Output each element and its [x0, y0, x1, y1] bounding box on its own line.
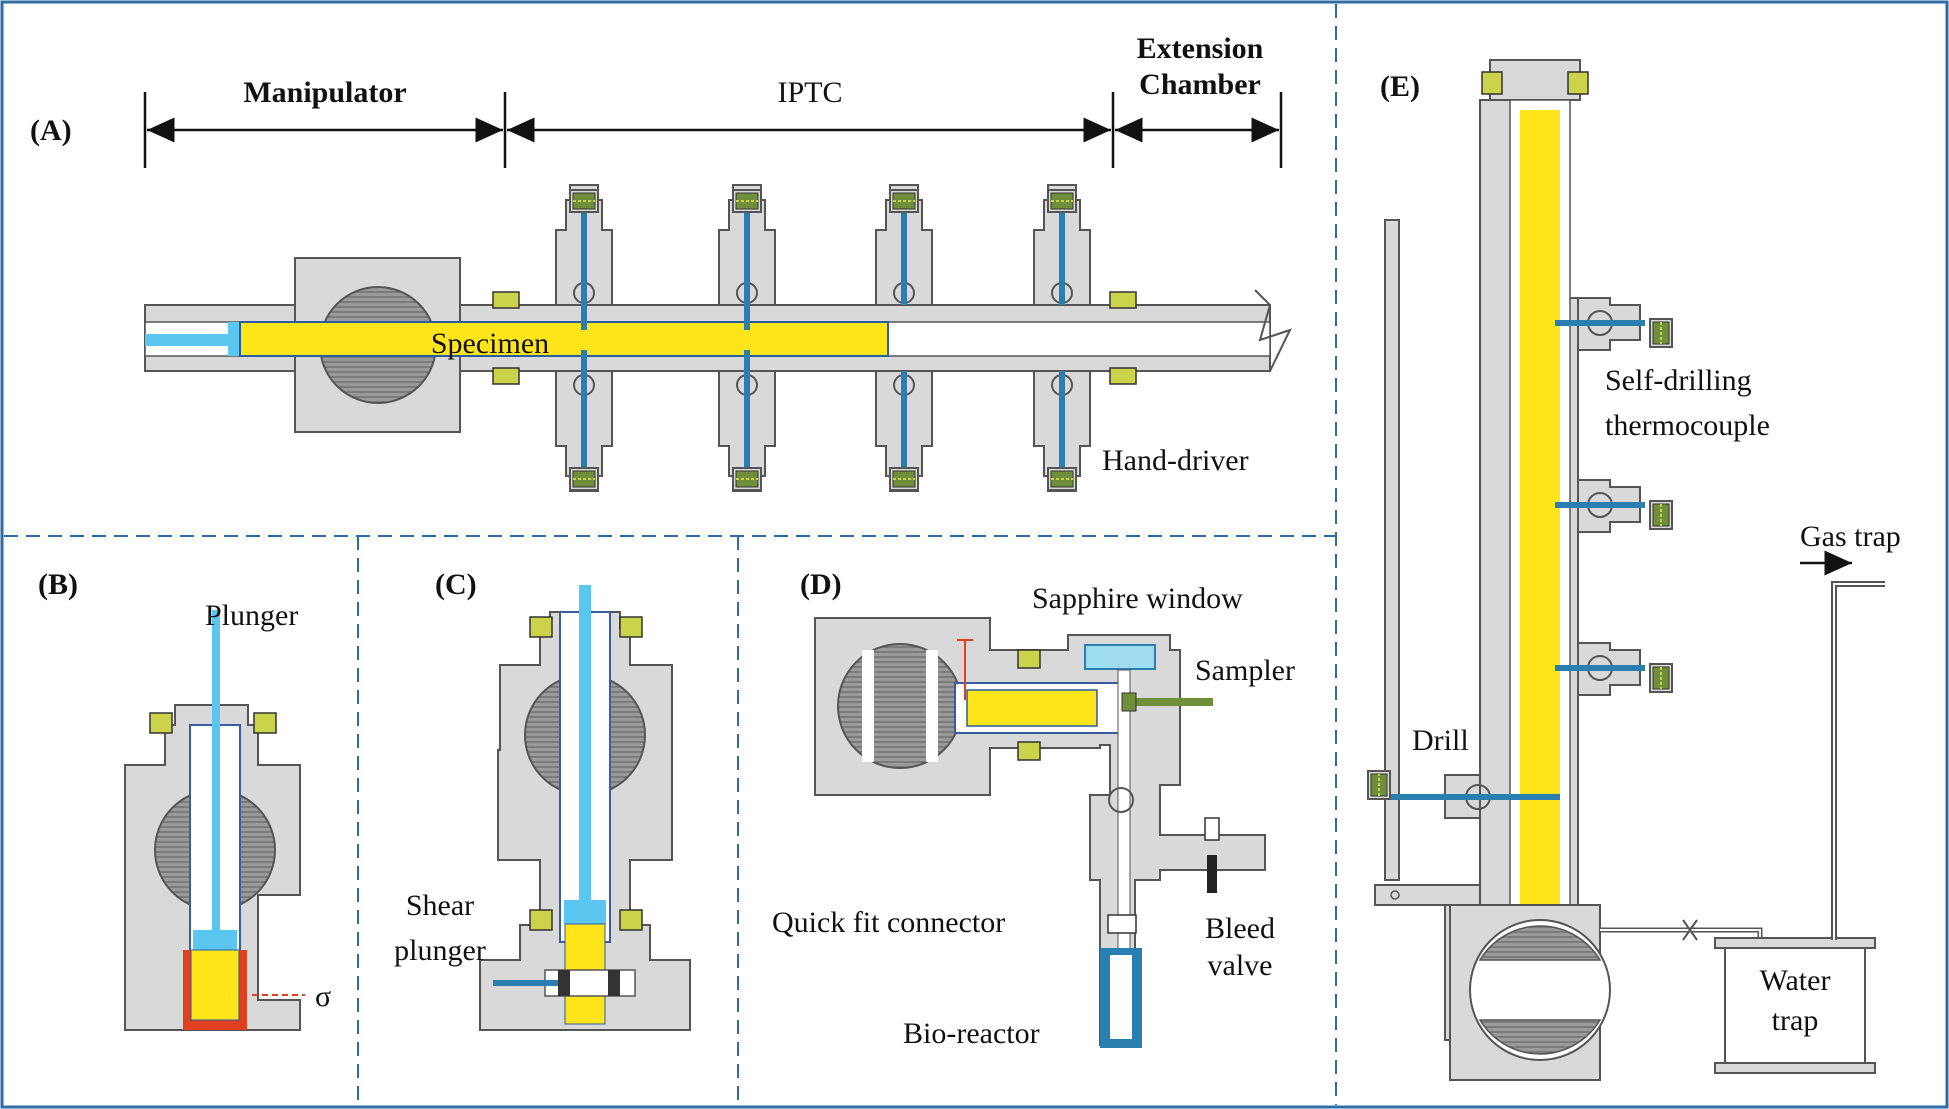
iptc-label: IPTC	[777, 76, 842, 109]
hand-driver-label: Hand-driver	[1102, 444, 1249, 477]
manipulator-label: Manipulator	[243, 76, 406, 109]
sampler-label: Sampler	[1195, 654, 1295, 687]
thermocouple-ports	[555, 184, 1091, 492]
drill-port	[1367, 770, 1560, 819]
extension-label-2: Chamber	[1139, 68, 1261, 101]
thermocouple-port-e3	[1555, 642, 1673, 696]
panel-c: Shear plunger	[394, 585, 691, 1031]
panel-a: Manipulator IPTC Extension Chamber Speci…	[143, 32, 1292, 492]
plunger-label: Plunger	[205, 599, 298, 632]
panel-d: Sapphire window Sampler Quick fit connec…	[772, 582, 1295, 1050]
thermocouple-label: thermocouple	[1605, 409, 1770, 442]
thermocouple-port-e1	[1555, 297, 1673, 351]
iptc-tube: Specimen	[144, 257, 1292, 433]
panel-label-a: (A)	[30, 114, 72, 147]
trap-label: trap	[1772, 1004, 1819, 1037]
panel-label-c: (C)	[435, 568, 477, 601]
sapphire-window-label: Sapphire window	[1032, 582, 1243, 615]
seal-icon	[492, 291, 1137, 385]
specimen-label: Specimen	[431, 327, 549, 360]
panel-label-b: (B)	[38, 568, 78, 601]
drill-label: Drill	[1412, 724, 1469, 757]
water-label: Water	[1760, 964, 1831, 997]
quick-fit-label: Quick fit connector	[772, 906, 1005, 939]
gas-trap-label: Gas trap	[1800, 520, 1901, 553]
bleed-label-1: Bleed	[1205, 912, 1275, 945]
panel-b: Plunger σ	[124, 599, 331, 1031]
self-drilling-label: Self-drilling	[1605, 364, 1752, 397]
shear-label-2: plunger	[394, 934, 486, 967]
extension-label-1: Extension	[1137, 32, 1264, 65]
sigma-label: σ	[315, 980, 331, 1013]
bleed-label-2: valve	[1208, 949, 1273, 982]
panel-label-e: (E)	[1380, 70, 1420, 103]
panel-label-d: (D)	[800, 568, 842, 601]
bio-reactor-label: Bio-reactor	[903, 1017, 1040, 1050]
shear-label-1: Shear	[406, 889, 474, 922]
dimension-lines	[143, 92, 1283, 168]
thermocouple-port-e2	[1555, 479, 1673, 533]
panel-e: Self-drilling thermocouple Gas trap Dril…	[1367, 59, 1901, 1081]
